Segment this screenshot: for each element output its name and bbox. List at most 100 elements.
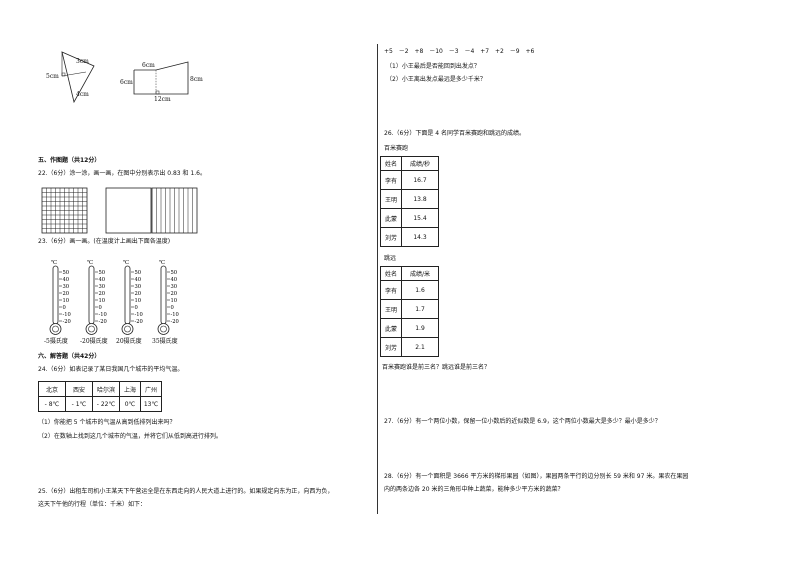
q24-sub1: （1）你能把 5 个城市的气温从高到低排列出来吗？ — [38, 419, 176, 426]
value-cell: 1.6 — [401, 280, 439, 300]
therm-tick-label: 40 — [63, 277, 70, 283]
therm-tube — [52, 265, 59, 325]
q25-line2: 这天下午他的行程（单位：千米）如下： — [38, 501, 147, 508]
therm-unit: ℃ — [159, 259, 165, 266]
therm-tick-label: -10 — [171, 312, 179, 318]
therm-tick-label: 0 — [99, 305, 102, 311]
trap-label-left: 6cm — [120, 79, 133, 86]
temp-cell: 0℃ — [119, 396, 141, 412]
section-5-title: 五、作图题（共12分） — [38, 157, 101, 164]
name-cell: 王明 — [380, 189, 402, 209]
temp-cell: - 8℃ — [38, 396, 66, 412]
name-cell: 此蒙 — [380, 208, 402, 228]
therm-tick-label: 40 — [135, 277, 142, 283]
therm-tick-label: 30 — [171, 284, 178, 290]
therm-unit: ℃ — [123, 259, 129, 266]
temp-cell: - 1℃ — [65, 396, 93, 412]
therm-bulb-inner — [160, 325, 167, 333]
therm-tick-label: 50 — [99, 270, 106, 276]
header-cell: 成绩/秒 — [401, 156, 439, 171]
therm-unit: ℃ — [51, 259, 57, 266]
therm-tick-label: 40 — [171, 277, 178, 283]
therm-tick-label: 30 — [63, 284, 70, 290]
striped-square — [151, 187, 198, 234]
therm-label-1: -5摄氏度 — [44, 338, 68, 345]
q28-line2: 内的两条边各 20 米的三角形中种上蔬菜，能种多少平方米的蔬菜？ — [384, 486, 564, 493]
city-cell: 广州 — [140, 381, 162, 397]
city-temp-table: 北京 西安 哈尔滨 上海 广州 - 8℃ - 1℃ - 22℃ 0℃ 13℃ — [38, 381, 162, 412]
therm-tick-label: 20 — [99, 291, 106, 297]
q25-sub2: （2）小王离出发点最远是多少千米？ — [386, 76, 486, 83]
therm-tick-label: 10 — [171, 298, 178, 304]
therm-tick-label: 40 — [99, 277, 106, 283]
thermometers: ℃50403020100-10-20℃50403020100-10-20℃504… — [49, 259, 179, 335]
value-cell: 13.8 — [401, 189, 439, 209]
city-cell: 北京 — [38, 381, 66, 397]
value-cell: 14.3 — [401, 227, 439, 247]
sprint-caption: 百米赛跑 — [384, 145, 409, 152]
therm-tube — [160, 265, 167, 325]
name-cell: 王明 — [380, 299, 402, 319]
trap-label-top: 6cm — [142, 62, 155, 69]
city-cell: 哈尔滨 — [92, 381, 120, 397]
therm-tube — [88, 265, 95, 325]
name-cell: 李有 — [380, 280, 402, 300]
therm-tick-label: 0 — [171, 305, 174, 311]
therm-tick-label: 50 — [135, 270, 142, 276]
therm-tick-label: 20 — [135, 291, 142, 297]
therm-bulb-inner — [88, 325, 95, 333]
q24-text: 24.（6分）如表记录了某日我国几个城市的平均气温。 — [38, 366, 184, 373]
therm-tick-label: -10 — [63, 312, 71, 318]
therm-tick-label: 50 — [63, 270, 70, 276]
therm-bulb-inner — [124, 325, 131, 333]
name-cell: 李有 — [380, 170, 402, 190]
q25-line1: 25.（6分）出租车司机小王某天下午营运全是在东西走向的人民大道上进行的。如果规… — [38, 488, 334, 495]
therm-tick-label: 0 — [135, 305, 138, 311]
name-cell: 刘芳 — [380, 227, 402, 247]
tri-label-left: 5cm — [46, 73, 59, 80]
value-cell: 1.7 — [401, 299, 439, 319]
therm-tick-label: -10 — [99, 312, 107, 318]
value-cell: 2.1 — [401, 337, 439, 357]
therm-tick-label: 20 — [171, 291, 178, 297]
city-cell: 上海 — [119, 381, 141, 397]
value-cell: 15.4 — [401, 208, 439, 228]
q26-text: 26.（6分）下面是 4 名同学百米赛跑和跳远的成绩。 — [384, 130, 525, 137]
therm-tick-label: 30 — [99, 284, 106, 290]
q25-values: +5 －2 +8 －10 －3 －4 +7 +2 －9 +6 — [384, 48, 535, 55]
therm-tube — [124, 265, 131, 325]
therm-tick-label: 10 — [135, 298, 142, 304]
tri-label-top: 3cm — [76, 58, 89, 65]
triangle-figure — [61, 51, 95, 104]
therm-tick-label: -20 — [99, 319, 107, 325]
therm-tick-label: 0 — [63, 305, 66, 311]
therm-tick-label: 20 — [63, 291, 70, 297]
therm-tick-label: -20 — [135, 319, 143, 325]
hundred-grid — [41, 187, 88, 234]
therm-label-2: -20摄氏度 — [80, 338, 108, 345]
value-cell: 16.7 — [401, 170, 439, 190]
trapezoid-figure — [133, 61, 189, 95]
therm-label-3: 20摄氏度 — [116, 338, 142, 345]
header-cell: 成绩/米 — [401, 266, 439, 281]
header-cell: 姓名 — [380, 156, 402, 171]
tri-label-bottom: 4cm — [76, 91, 89, 98]
q26-question: 百米赛跑谁是前三名？跳远谁是前三名？ — [382, 364, 491, 371]
blank-square — [105, 187, 152, 234]
column-divider — [377, 44, 378, 514]
section-6-title: 六、解答题（共42分） — [38, 353, 101, 360]
q23-text: 23.（6分）画一画。(在温度计上画出下面各温度) — [38, 238, 171, 245]
temp-cell: - 22℃ — [92, 396, 120, 412]
jump-caption: 跳远 — [384, 255, 397, 262]
city-cell: 西安 — [65, 381, 93, 397]
value-cell: 1.9 — [401, 318, 439, 338]
therm-label-4: 35摄氏度 — [152, 338, 178, 345]
therm-bulb-inner — [52, 325, 59, 333]
therm-tick-label: -20 — [63, 319, 71, 325]
trap-label-right: 8cm — [190, 76, 203, 83]
name-cell: 刘芳 — [380, 337, 402, 357]
trap-label-bottom: 12cm — [154, 96, 171, 103]
